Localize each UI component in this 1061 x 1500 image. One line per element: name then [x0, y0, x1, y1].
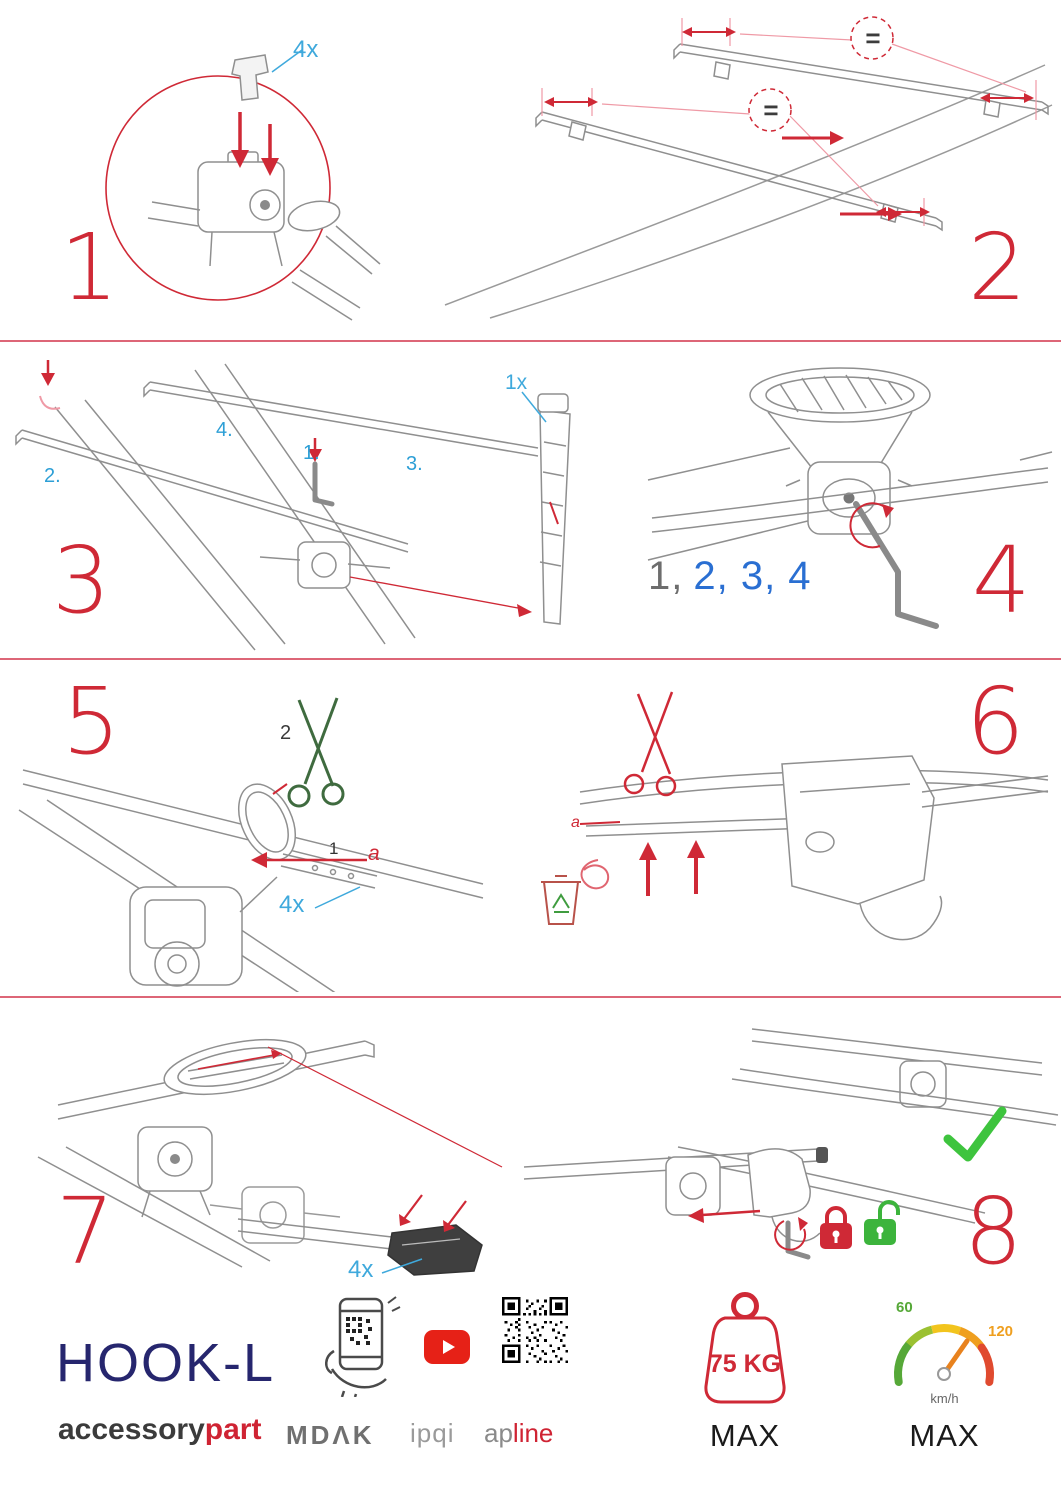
step4-illustration	[647, 367, 1053, 629]
apline-first: ap	[484, 1418, 513, 1448]
key-icon	[774, 1217, 811, 1260]
equal-spacing-badge-front: =	[763, 95, 779, 125]
pull-arrow	[251, 783, 367, 868]
step3-quantity-label: 1x	[505, 371, 528, 394]
step4-number: 4	[972, 527, 1031, 634]
qty-pointer-line	[381, 1258, 423, 1274]
step5-number: 5	[62, 668, 121, 775]
speed-max-label: 120	[988, 1323, 1014, 1340]
tightening-sequence: 1,2, 3, 4	[648, 556, 812, 596]
push-up-arrows	[639, 840, 705, 896]
step8-illustration	[523, 1028, 1059, 1260]
step5-strap-ref: a	[368, 842, 380, 865]
step3-illustration	[15, 360, 571, 651]
partner-logo-mdak: MDΛK	[286, 1420, 375, 1450]
partner-logo-ipqi: ipqi	[410, 1418, 455, 1448]
max-load-icon	[704, 1292, 786, 1404]
step5-illustration	[18, 697, 484, 992]
cut-off-strap-curl	[580, 859, 610, 890]
step7-illustration	[37, 1038, 503, 1276]
equal-spacing-badge-rear: =	[865, 23, 881, 53]
section-divider-1	[0, 340, 1061, 342]
step2-number: 2	[968, 214, 1027, 321]
partner-logo-apline: apline	[484, 1420, 553, 1446]
scissors-icon	[623, 691, 677, 797]
cap-push-arrows	[399, 1194, 467, 1232]
speed-unit-label: km/h	[930, 1391, 959, 1406]
speed-min-label: 60	[896, 1299, 913, 1316]
padlock-closed-icon	[820, 1206, 852, 1249]
slide-arrow	[688, 1208, 761, 1223]
measurement-lines	[541, 18, 1037, 226]
brand-second: part	[204, 1413, 262, 1446]
phone-qr-icon	[325, 1296, 401, 1397]
qty-pointer-line	[314, 886, 361, 909]
rotation-arrow	[849, 502, 894, 549]
scissors-icon	[287, 697, 345, 808]
brand-logo: accessorypart	[58, 1415, 261, 1445]
step5-quantity-label: 4x	[279, 891, 305, 918]
speedometer-icon	[894, 1324, 994, 1386]
speed-max-caption: MAX	[909, 1418, 980, 1453]
max-load-value: 75 KG	[708, 1350, 782, 1378]
step3-order-2: 2.	[44, 465, 61, 487]
step1-number: 1	[60, 214, 119, 321]
max-load-label: MAX	[709, 1418, 781, 1453]
step1-illustration	[105, 49, 381, 321]
step7-number: 7	[56, 1178, 115, 1285]
insert-arrows	[231, 112, 279, 176]
padlock-open-icon	[864, 1200, 900, 1245]
bar-end-drawing	[37, 1038, 393, 1268]
mounted-rack-drawing	[523, 1028, 1059, 1243]
clamp-drawing	[147, 54, 381, 321]
sequence-todo: 2, 3, 4	[693, 554, 812, 598]
clamp-closeup	[647, 367, 1053, 561]
qty-pointer-line	[271, 49, 303, 73]
insert-strap-arrow	[197, 1046, 503, 1168]
roof-rails	[444, 64, 1053, 319]
allen-key-icon	[312, 461, 335, 507]
crossbars	[535, 43, 1049, 232]
section-divider-3	[0, 996, 1061, 998]
product-name: HOOK-L	[56, 1333, 276, 1393]
step3-order-1: 1.	[303, 442, 320, 464]
rail-and-strap	[18, 769, 484, 992]
trash-icon	[541, 875, 581, 925]
end-cap	[387, 1224, 483, 1276]
step6-number: 6	[966, 668, 1025, 775]
step2-illustration	[444, 16, 1053, 319]
foot-cover-drawing	[579, 755, 1049, 941]
step7-quantity-label: 4x	[348, 1256, 374, 1283]
step6-strap-ref: a	[571, 814, 580, 831]
equal-badges	[748, 16, 894, 132]
magnifier-circle	[105, 75, 331, 301]
brand-first: accessory	[58, 1413, 205, 1446]
step8-number: 8	[964, 1178, 1023, 1285]
qr-code	[502, 1297, 568, 1363]
step3-order-3: 3.	[406, 453, 423, 475]
checkmark-icon	[943, 1106, 1007, 1162]
step-arrows	[39, 360, 559, 617]
section-divider-2	[0, 658, 1061, 660]
strap-end-mark	[579, 821, 621, 825]
step6-illustration	[541, 691, 1049, 941]
step5-cut-order: 2	[280, 722, 292, 744]
sequence-done: 1,	[648, 554, 684, 598]
spacing-arrows	[544, 27, 1034, 221]
step5-pull-order: 1	[329, 839, 339, 858]
qty-pointer-line	[521, 391, 547, 423]
step3-number: 3	[52, 527, 111, 634]
apline-second: line	[512, 1418, 554, 1448]
step3-order-4: 4.	[216, 419, 233, 441]
youtube-icon	[424, 1330, 470, 1364]
allen-key-icon	[853, 501, 939, 629]
step1-quantity-label: 4x	[293, 36, 319, 63]
